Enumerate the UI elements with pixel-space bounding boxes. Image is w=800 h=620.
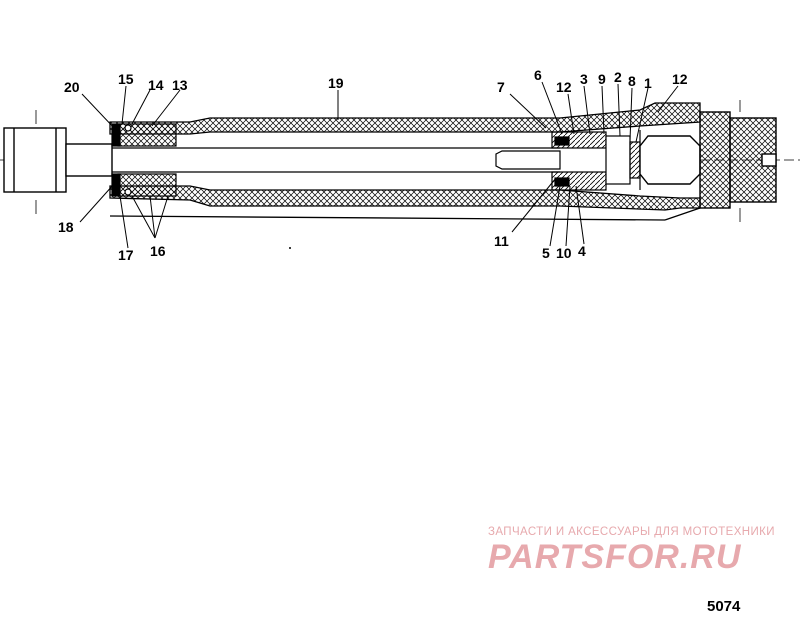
callout-17: 17: [118, 247, 134, 263]
cylinder-body: [109, 102, 701, 221]
leader-lines: [79, 81, 679, 249]
callout-7: 7: [497, 79, 505, 95]
callout-15: 15: [118, 71, 134, 87]
callout-20: 20: [64, 79, 80, 95]
callout-2: 2: [614, 69, 622, 85]
callout-11: 11: [494, 233, 509, 249]
watermark-logo: PARTSFOR.RU: [488, 538, 742, 576]
callout-9: 9: [598, 71, 606, 87]
callout-12: 12: [556, 79, 572, 95]
speck: [289, 247, 291, 249]
rod-gland: [111, 123, 177, 197]
callout-12: 12: [672, 71, 688, 87]
callout-8: 8: [628, 73, 636, 89]
base-end-cap: [639, 111, 777, 209]
callout-3: 3: [580, 71, 588, 87]
callout-5: 5: [542, 245, 550, 261]
callout-14: 14: [148, 77, 164, 93]
piston-rod: [112, 147, 560, 173]
rod-tip: [495, 150, 561, 170]
piston-assembly: [551, 130, 641, 191]
callout-19: 19: [328, 75, 344, 91]
callout-10: 10: [556, 245, 572, 261]
callout-4: 4: [578, 243, 586, 259]
figure-number: 5074: [707, 598, 741, 615]
callout-labels: 20 15 14 13 19 7 6 12 3 9 2 8 1 12 18 17…: [58, 67, 688, 263]
callout-18: 18: [58, 219, 74, 235]
rod-end-fitting: [3, 127, 113, 193]
callout-16: 16: [150, 243, 166, 259]
callout-6: 6: [534, 67, 542, 83]
watermark-tagline: ЗАПЧАСТИ И АКСЕССУАРЫ ДЛЯ МОТОТЕХНИКИ: [488, 526, 775, 538]
callout-1: 1: [644, 75, 652, 91]
callout-13: 13: [172, 77, 188, 93]
